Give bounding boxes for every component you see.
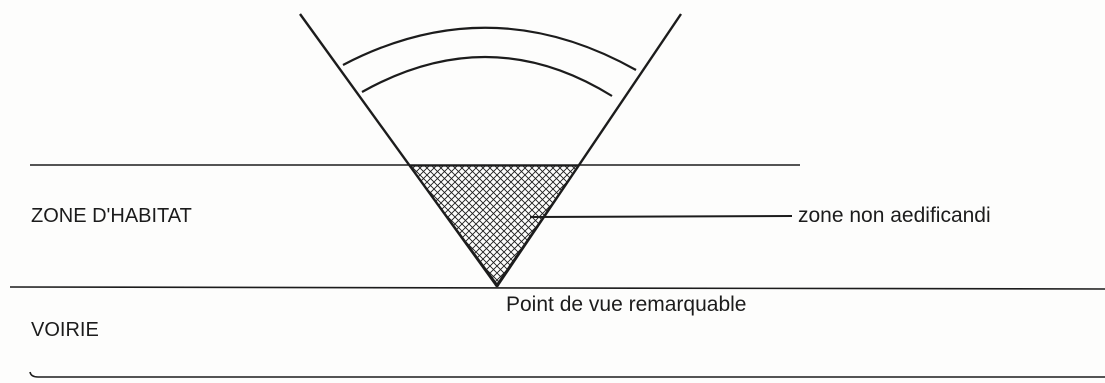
non-aedificandi-zone [410, 166, 578, 284]
view-cone-left-side [299, 13, 497, 286]
view-arc-outer [342, 26, 637, 71]
zone-non-aedificandi-label: zone non aedificandi [798, 204, 991, 227]
road-bottom-line [29, 371, 1105, 378]
voirie-label: VOIRIE [31, 319, 99, 341]
road-boundary-line [9, 286, 1105, 290]
leader-line [529, 215, 793, 218]
zone-habitat-label: ZONE D'HABITAT [31, 205, 192, 227]
viewpoint-marker [494, 282, 500, 288]
view-arc-inner [361, 55, 613, 97]
point-de-vue-label: Point de vue remarquable [506, 293, 747, 316]
view-cone-right-side [497, 13, 682, 286]
